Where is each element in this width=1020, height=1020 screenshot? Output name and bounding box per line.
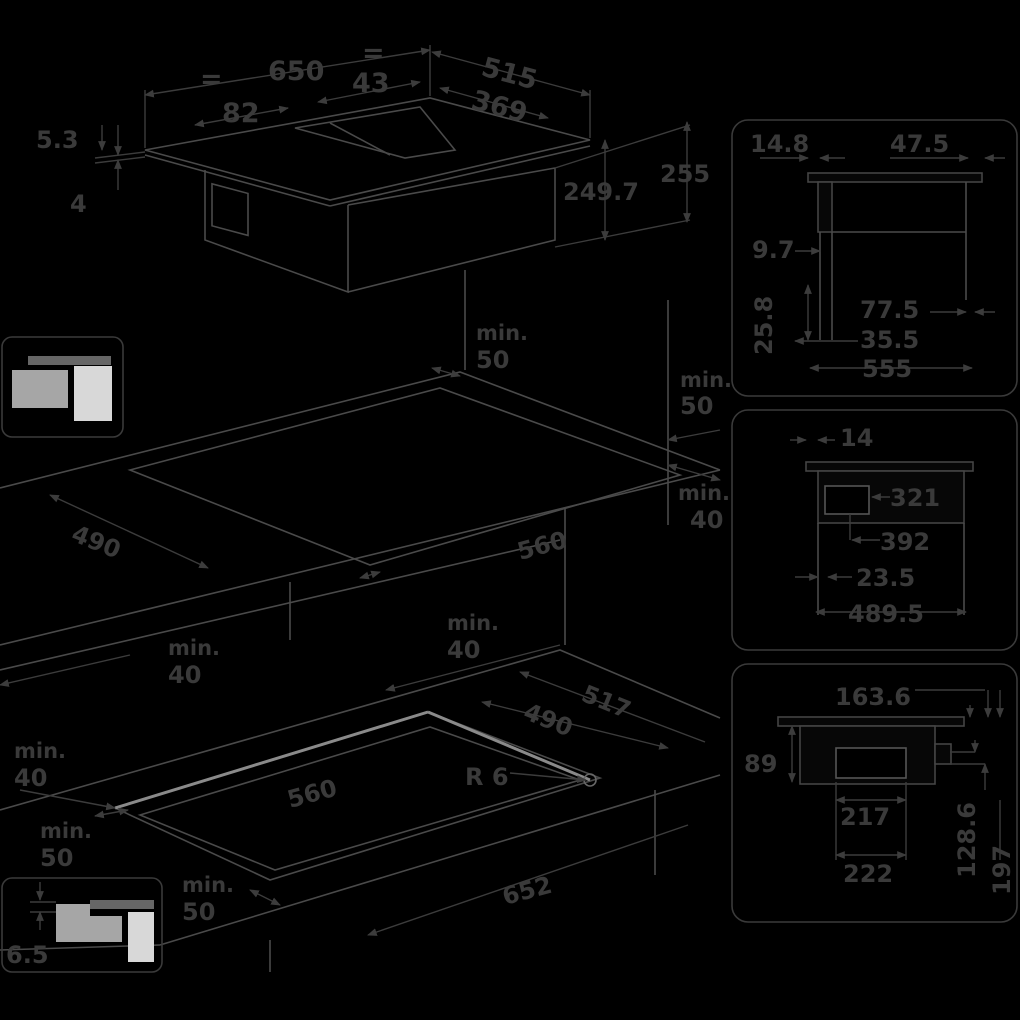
dim-14: 14 bbox=[840, 424, 873, 452]
dim-25-8: 25.8 bbox=[750, 296, 778, 355]
dim-560-top: 560 bbox=[514, 526, 570, 566]
dim-23-5: 23.5 bbox=[856, 564, 915, 592]
dim-222: 222 bbox=[843, 860, 893, 888]
min50b-label: min. bbox=[680, 368, 732, 392]
dim-517: 517 bbox=[578, 680, 635, 725]
min50a-value: 50 bbox=[476, 346, 509, 374]
min40a-label: min. bbox=[678, 481, 730, 505]
dim-89: 89 bbox=[744, 750, 777, 778]
dim-6-5: 6.5 bbox=[6, 941, 49, 969]
eq-left: = bbox=[200, 64, 223, 95]
dim-560-flush: 560 bbox=[284, 774, 340, 814]
min40c-label: min. bbox=[447, 611, 499, 635]
side-panel-front-section: 163.6 89 217 222 128.6 197 bbox=[731, 663, 1018, 923]
min50d-label: min. bbox=[182, 873, 234, 897]
min50b-value: 50 bbox=[680, 392, 713, 420]
dim-35-5: 35.5 bbox=[860, 326, 919, 354]
dim-321: 321 bbox=[890, 484, 940, 512]
min40b-value: 40 bbox=[168, 661, 201, 689]
dim-197: 197 bbox=[988, 845, 1016, 895]
dim-249-7: 249.7 bbox=[563, 178, 639, 206]
cutout-flush-dimensions: min. 40 517 490 R 6 560 652 min. 40 min.… bbox=[14, 611, 706, 936]
dim-489-5: 489.5 bbox=[848, 600, 924, 628]
dim-128-6: 128.6 bbox=[953, 802, 981, 878]
eq-right: = bbox=[362, 38, 385, 69]
dim-652: 652 bbox=[499, 871, 555, 911]
min40d-value: 40 bbox=[14, 764, 47, 792]
dim-255: 255 bbox=[660, 160, 710, 188]
flush-rebate-legend: 6.5 bbox=[1, 877, 163, 973]
min50c-value: 50 bbox=[40, 844, 73, 872]
min40c-value: 40 bbox=[447, 636, 480, 664]
dim-14-8: 14.8 bbox=[750, 130, 809, 158]
dim-217: 217 bbox=[840, 803, 890, 831]
hob-perspective bbox=[144, 97, 591, 370]
dim-555: 555 bbox=[862, 355, 912, 383]
min40b-label: min. bbox=[168, 636, 220, 660]
min50d-value: 50 bbox=[182, 898, 215, 926]
min50a-label: min. bbox=[476, 321, 528, 345]
dim-4: 4 bbox=[70, 190, 87, 218]
dim-9-7: 9.7 bbox=[752, 236, 795, 264]
radius-r6: R 6 bbox=[465, 763, 509, 791]
min40a-value: 40 bbox=[690, 506, 723, 534]
dim-77-5: 77.5 bbox=[860, 296, 919, 324]
min50c-label: min. bbox=[40, 819, 92, 843]
cutout-flush-view bbox=[0, 649, 721, 972]
dim-47-5: 47.5 bbox=[890, 130, 949, 158]
cutout-top-view bbox=[0, 300, 721, 671]
top-dimensions: = 650 = 515 43 82 369 5.3 4 249.7 255 bbox=[36, 38, 710, 248]
side-panel-section: 14.8 47.5 9.7 25.8 77.5 35.5 555 bbox=[731, 119, 1018, 397]
dim-392: 392 bbox=[880, 528, 930, 556]
dim-82: 82 bbox=[222, 98, 260, 129]
dim-650: 650 bbox=[268, 56, 324, 87]
min40d-label: min. bbox=[14, 739, 66, 763]
dim-163-6: 163.6 bbox=[835, 683, 911, 711]
dim-43: 43 bbox=[352, 68, 390, 99]
side-panel-fan-section: 14 321 392 23.5 489.5 bbox=[731, 409, 1018, 651]
flush-mount-legend bbox=[1, 336, 124, 438]
dim-5-3: 5.3 bbox=[36, 126, 79, 154]
dim-490-flush: 490 bbox=[520, 698, 577, 743]
